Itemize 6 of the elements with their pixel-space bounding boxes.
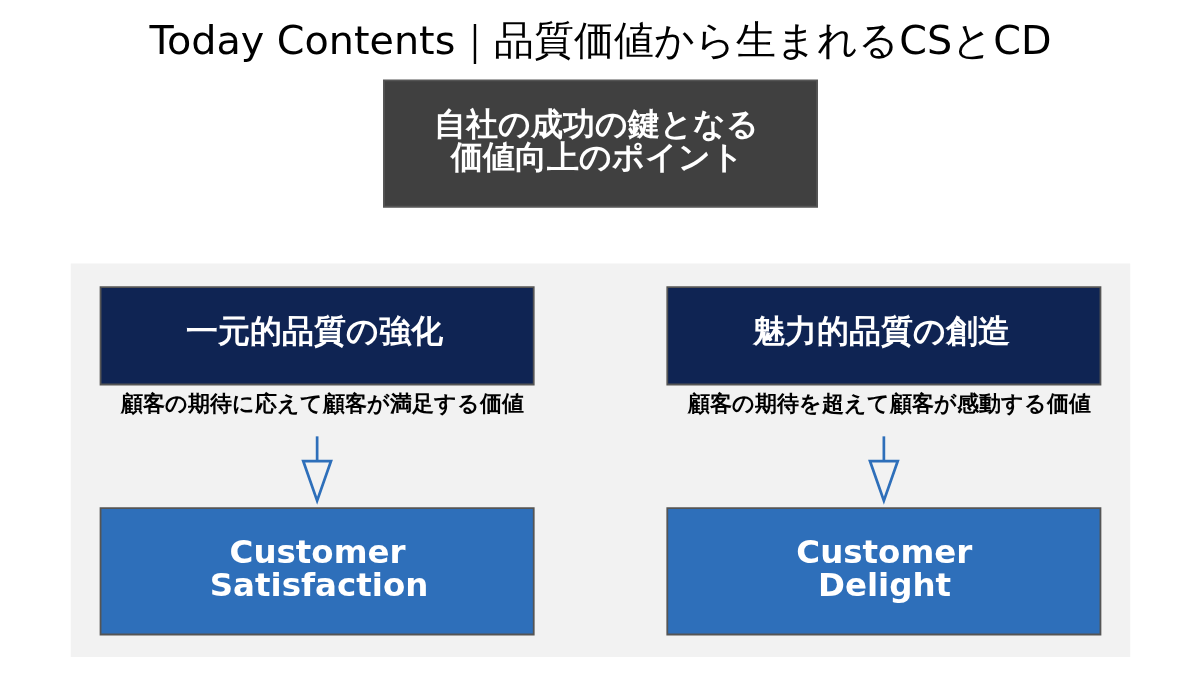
diagram-title: Today Contents｜品質価値から生まれるCSとCD bbox=[148, 17, 1052, 64]
node-label: 顧客の期待に応えて顧客が満足する価値 bbox=[120, 390, 524, 416]
cluster bbox=[70, 263, 1130, 658]
arrow bbox=[300, 436, 333, 505]
node-label: 顧客の期待を超えて顧客が感動する価値 bbox=[687, 390, 1091, 416]
arrow bbox=[867, 436, 900, 505]
